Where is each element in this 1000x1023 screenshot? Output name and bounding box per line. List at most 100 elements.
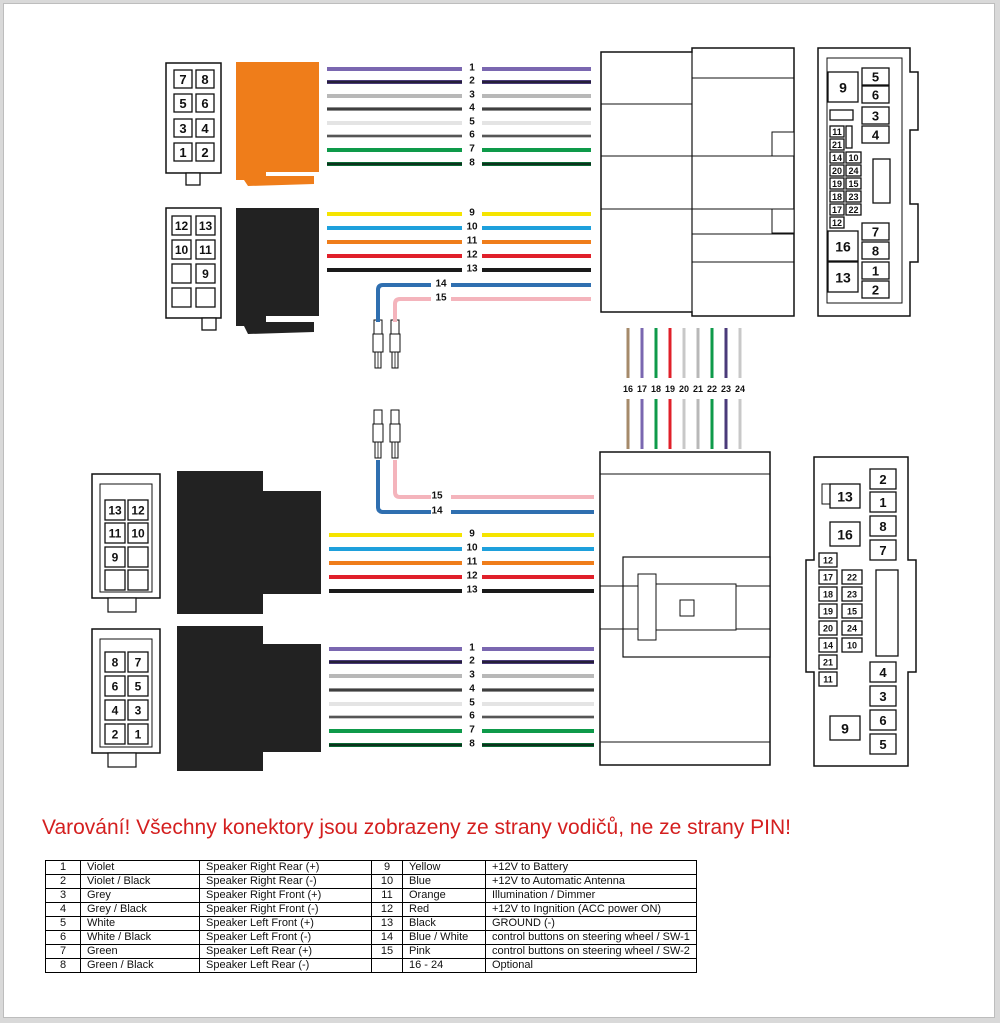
pin-label-p1: 1 [135,728,142,742]
pin-label-p6: 6 [879,713,886,728]
pin-box-p2 [104,723,126,745]
pin-label-p3: 3 [879,689,886,704]
orange-connector-body [236,62,319,186]
pin-label-p24: 24 [848,166,858,176]
pin-box-empty [127,569,149,591]
pin-box-p16 [827,230,859,262]
pin-label-p2: 2 [201,145,208,160]
wires [327,67,742,747]
pin-label-p15: 15 [435,293,447,304]
top-10pin-latch [201,317,217,331]
car-connector-bottom-slot [637,573,657,641]
pin-box-p5 [869,733,897,755]
pin-label-p13: 13 [466,264,478,275]
legend-color: Orange [402,888,486,903]
legend-pin: 6 [45,930,81,945]
pin-label-p9: 9 [202,267,209,281]
plug-body [389,333,401,353]
pin-label-p12: 12 [832,218,842,228]
pin-box-empty [171,287,192,308]
black-connector-body-bottom-b [177,626,263,771]
wire-p14 [376,283,431,322]
car-connector-top-notch [771,208,795,234]
pin-label-p5: 5 [179,96,186,111]
pin-label-p9: 9 [112,551,119,565]
pin-box-empty [875,569,899,657]
pin-box-p7 [861,222,890,241]
pin-box-p1 [173,142,193,162]
pin-box-p12 [829,216,845,229]
pin-label-p14: 14 [431,506,443,517]
pin-box-p12 [171,215,192,236]
pin-box-p18 [829,190,845,203]
pin-label-p4: 4 [112,704,119,718]
car-connector-top [600,47,795,317]
legend-color: Red [402,902,486,917]
pin-label-p1: 1 [179,145,186,160]
pin-box-p20 [818,620,838,636]
face-24pin-bottom-notch [821,483,831,505]
pin-label-p13: 13 [199,219,213,233]
pin-label-p22: 22 [707,384,717,394]
pin-box-p2 [195,142,215,162]
pin-box-p10 [841,637,863,653]
pin-label-p10: 10 [466,543,478,554]
pin-label-p19: 19 [823,607,833,617]
legend-function: Speaker Left Front (-) [199,930,372,945]
pin-label-p14: 14 [832,153,842,163]
pin-box-p16 [829,521,861,547]
pin-box-empty [872,158,891,204]
pin-label-p12: 12 [175,219,189,233]
pin-label-p1: 1 [469,63,475,74]
pin-box-empty [104,569,126,591]
legend-pin: 14 [371,930,403,945]
pin-label-p13: 13 [466,585,478,596]
pin-label-p14: 14 [435,279,447,290]
pin-label-p12: 12 [466,250,478,261]
pin-box-p4 [869,661,897,683]
pin-label-p18: 18 [651,384,661,394]
pin-label-p21: 21 [693,384,703,394]
bullet-plug-15-bottom [389,409,401,459]
pin-label-p3: 3 [872,109,879,124]
pin-label-p22: 22 [848,205,858,215]
legend-color: Grey / Black [80,902,200,917]
pin-box-p14 [818,637,838,653]
legend-pin: 7 [45,944,81,959]
pin-label-p19: 19 [665,384,675,394]
pin-label-p2: 2 [469,656,475,667]
car-connector-bottom-key [679,599,695,617]
legend-color: Violet / Black [80,874,200,889]
pin-box-empty [127,546,149,568]
pin-label-p24: 24 [847,624,857,634]
pin-box-p10 [171,239,192,260]
pin-label-p10: 10 [847,641,857,651]
pin-label-p17: 17 [823,573,833,583]
pin-label-p4: 4 [469,103,475,114]
pin-box-p9 [827,71,859,103]
pin-box-p21 [818,654,838,670]
pin-label-p8: 8 [469,158,475,169]
pin-box-p7 [173,69,193,89]
pin-label-p12: 12 [823,556,833,566]
pin-box-p4 [195,118,215,138]
pin-box-p8 [861,241,890,260]
pin-box-p13 [104,499,126,521]
pin-label-p3: 3 [469,90,475,101]
pin-label-p21: 21 [823,658,833,668]
pin-box-p6 [861,85,890,104]
pin-label-p19: 19 [832,179,842,189]
pin-box-p9 [829,715,861,741]
pin-label-p1: 1 [469,643,475,654]
pin-label-p20: 20 [679,384,689,394]
pin-box-p2 [861,280,890,299]
pin-label-p16: 16 [623,384,633,394]
legend-pin: 10 [371,874,403,889]
pin-box-p1 [861,261,890,280]
pin-box-p13 [195,215,216,236]
